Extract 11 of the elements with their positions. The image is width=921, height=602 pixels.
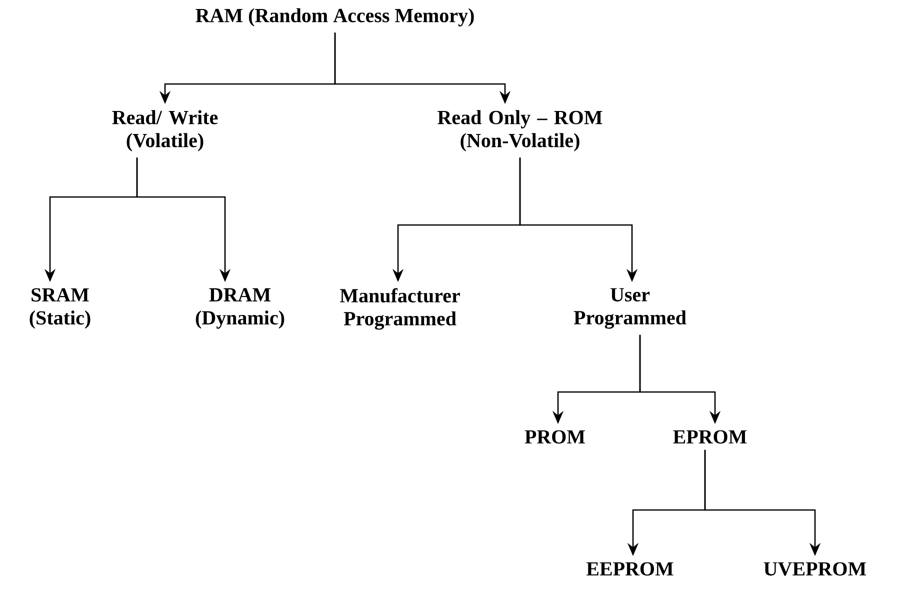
node-label: Read/ Write (Volatile)	[112, 110, 218, 152]
node-label: User Programmed	[574, 288, 686, 329]
node-label: RAM (Random Access Memory)	[196, 8, 474, 26]
node-label: Manufacturer Programmed	[340, 288, 460, 330]
node-label: SRAM (Static)	[30, 288, 90, 329]
node-label: UVEPROM	[764, 562, 866, 576]
node-label: DRAM (Dynamic)	[196, 288, 284, 329]
node-label: EPROM	[673, 430, 747, 444]
node-label: Read Only – ROM (Non-Volatile)	[438, 110, 602, 152]
node-label: PROM	[524, 430, 585, 444]
node-label: EEPROM	[586, 562, 674, 576]
